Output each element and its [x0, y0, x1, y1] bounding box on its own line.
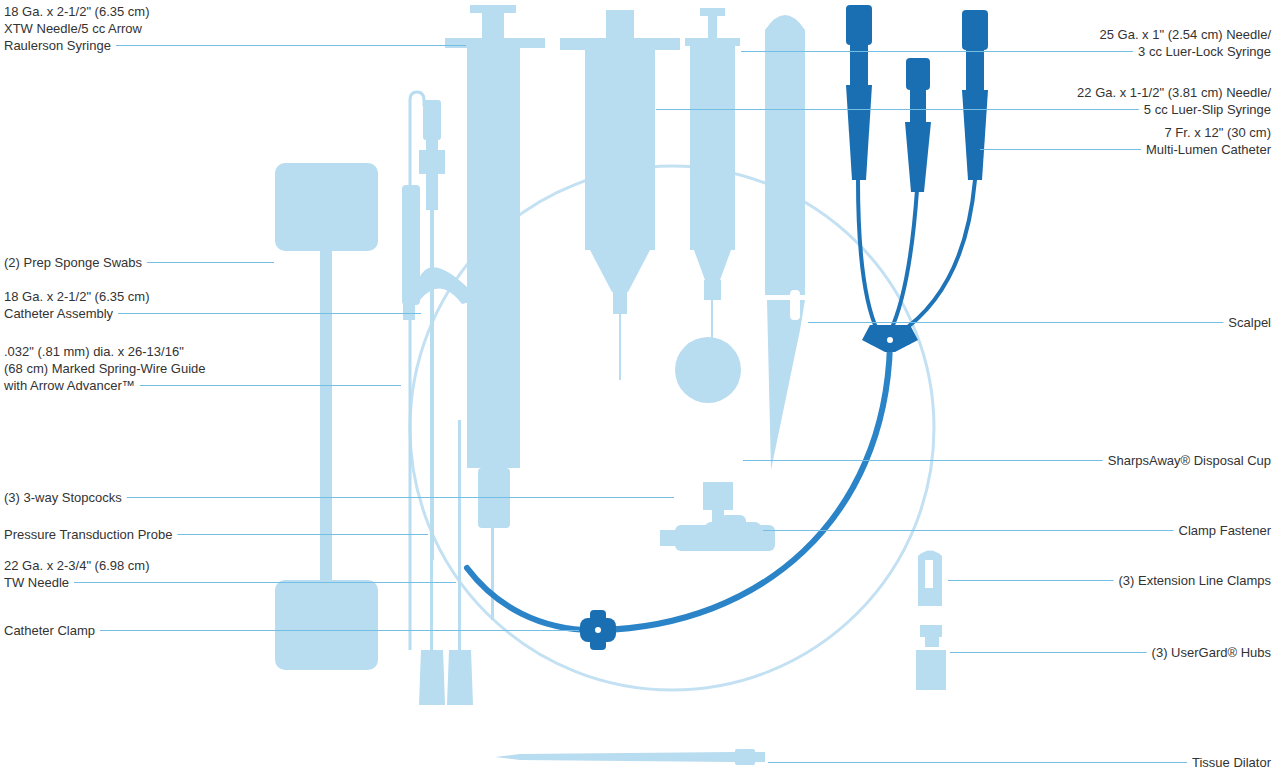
clamp-fastener — [705, 515, 761, 550]
callout-label: Catheter Clamp — [4, 622, 95, 639]
leader-line — [100, 630, 579, 631]
stopcock — [660, 482, 775, 551]
leader-line — [743, 460, 1103, 461]
luer-lock-syringe — [685, 8, 740, 355]
luer-slip-syringe — [560, 10, 680, 380]
leader-line — [177, 534, 428, 535]
callout-label: (3) UserGard® Hubs — [1152, 644, 1271, 661]
tissue-dilator — [495, 749, 765, 765]
leader-line — [74, 582, 456, 583]
callout-label: (2) Prep Sponge Swabs — [4, 254, 142, 271]
extension-line-clamp — [918, 551, 942, 607]
scalpel — [765, 15, 805, 470]
leader-line — [741, 51, 1133, 52]
callout-label: Pressure Transduction Probe — [4, 526, 172, 543]
leader-line — [948, 580, 1114, 581]
callout-label: 22 Ga. x 2-3/4" (6.98 cm) TW Needle — [4, 557, 150, 591]
callout-label: 7 Fr. x 12" (30 cm) Multi-Lumen Catheter — [1146, 124, 1271, 158]
raulerson-syringe — [445, 5, 545, 620]
callout-label: Tissue Dilator — [1192, 754, 1271, 771]
prep-swab — [275, 163, 378, 670]
usergard-hub — [916, 625, 946, 690]
leader-line — [980, 149, 1141, 150]
callout-label: Clamp Fastener — [1179, 522, 1271, 539]
callout-label: 22 Ga. x 1-1/2" (3.81 cm) Needle/ 5 cc L… — [1077, 84, 1271, 118]
leader-line — [140, 385, 401, 386]
callout-label: (3) 3-way Stopcocks — [4, 489, 122, 506]
leader-line — [116, 45, 466, 46]
callout-label: Scalpel — [1228, 314, 1271, 331]
callout-label: (3) Extension Line Clamps — [1119, 572, 1271, 589]
leader-line — [127, 497, 674, 498]
multi-lumen-catheter — [467, 5, 988, 650]
leader-line — [147, 262, 274, 263]
leader-line — [656, 109, 1139, 110]
callout-label: 25 Ga. x 1" (2.54 cm) Needle/ 3 cc Luer-… — [1099, 26, 1271, 60]
callout-label: 18 Ga. x 2-1/2" (6.35 cm) Catheter Assem… — [4, 288, 150, 322]
callout-label: SharpsAway® Disposal Cup — [1108, 452, 1271, 469]
callout-label: .032" (.81 mm) dia. x 26-13/16" (68 cm) … — [4, 343, 206, 394]
leader-line — [768, 762, 1187, 763]
leader-line — [118, 313, 421, 314]
probe-and-needle — [419, 380, 473, 705]
leader-line — [950, 652, 1147, 653]
sharps-cup — [675, 337, 741, 403]
callout-label: 18 Ga. x 2-1/2" (6.35 cm) XTW Needle/5 c… — [4, 3, 150, 54]
leader-line — [808, 322, 1223, 323]
leader-line — [763, 530, 1174, 531]
